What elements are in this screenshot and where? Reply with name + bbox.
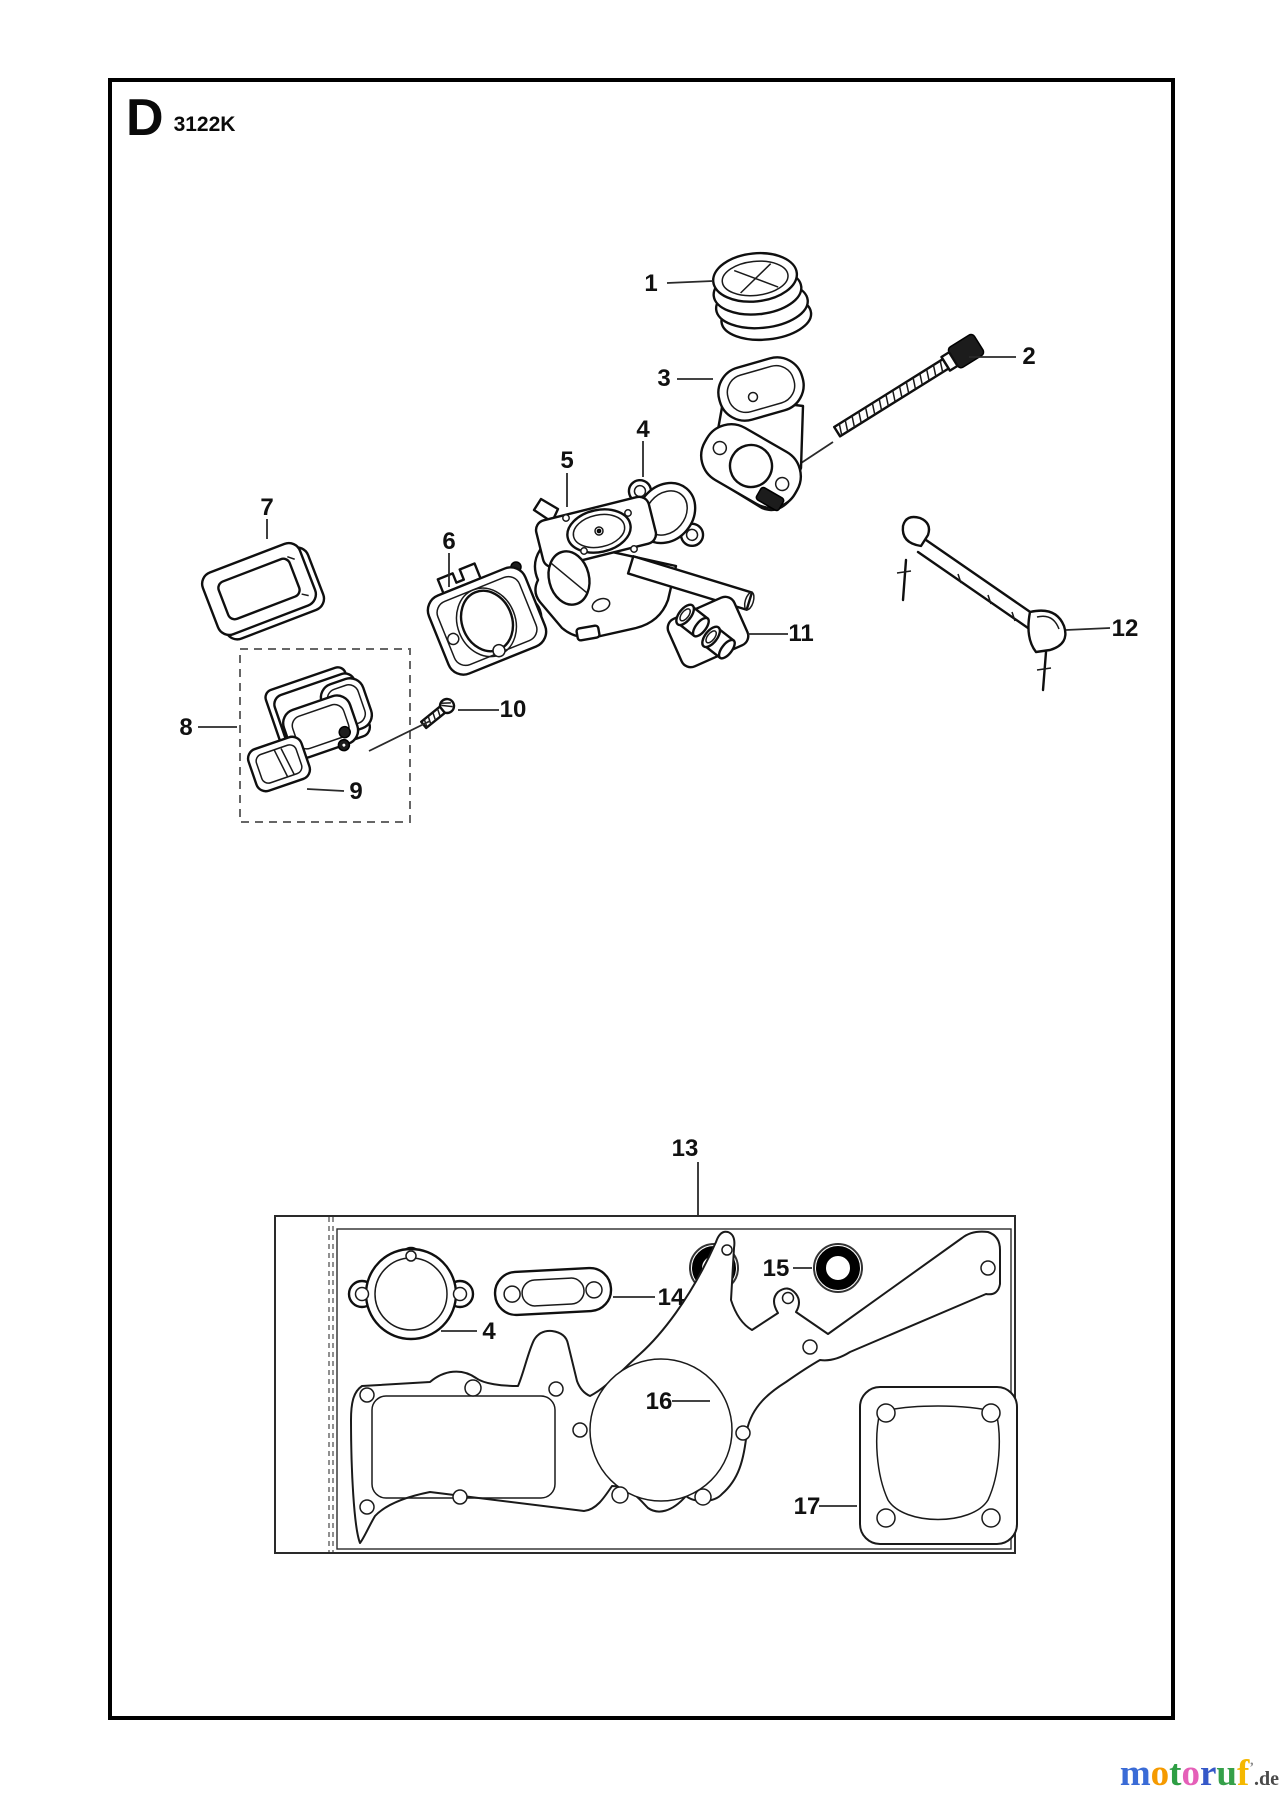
- filter-frame-part: [200, 541, 326, 641]
- model-code: 3122K: [173, 113, 236, 136]
- logo-letter: o: [1150, 1753, 1170, 1794]
- callout-13: 13: [672, 1135, 699, 1162]
- logo-letter: o: [1181, 1753, 1200, 1794]
- callout-10: 10: [500, 696, 527, 723]
- callout-2: 2: [1022, 343, 1035, 370]
- motoruf-logo[interactable]: motoruf’.de: [1120, 1752, 1279, 1795]
- callout-9: 9: [349, 778, 362, 805]
- impulse-grommet-part: [666, 595, 750, 669]
- callout-6: 6: [442, 528, 455, 555]
- callout-1: 1: [644, 270, 657, 297]
- logo-tld: .de: [1254, 1768, 1279, 1790]
- callout-15: 15: [763, 1255, 790, 1282]
- callout-16: 16: [646, 1388, 673, 1415]
- callout-14: 14: [658, 1284, 685, 1311]
- leader-1: [666, 280, 714, 284]
- kit-oring-right-part: [813, 1243, 863, 1293]
- diagram-frame: [108, 78, 1175, 1720]
- callout-12: 12: [1112, 615, 1139, 642]
- kit-crankcase-gasket-part: [350, 1230, 1001, 1544]
- callout-4b: 4: [482, 1318, 496, 1345]
- logo-letter: r: [1199, 1753, 1217, 1794]
- kit-carburetor-gasket-part: [347, 1246, 475, 1341]
- muffler-gasket-part: [246, 735, 312, 793]
- intake-boot-part: [711, 251, 813, 342]
- kit-box-fold-lines: [328, 1217, 334, 1552]
- logo-tick: ’: [1249, 1760, 1254, 1776]
- gasket-kit-outer-box: [274, 1215, 1016, 1554]
- muffler-kit-dashed-box: [239, 648, 411, 823]
- callout-3: 3: [657, 365, 670, 392]
- intake-manifold-part: [700, 356, 805, 512]
- carburetor-part: [532, 495, 755, 642]
- callout-11: 11: [788, 620, 813, 647]
- collar-screw-part: [788, 333, 985, 472]
- logo-letter: u: [1216, 1753, 1237, 1794]
- leader-9: [306, 788, 345, 792]
- logo-letter: m: [1119, 1753, 1151, 1794]
- kit-muffler-gasket-part: [493, 1266, 613, 1317]
- logo-letter: t: [1169, 1753, 1182, 1794]
- small-screw-part: [368, 697, 456, 752]
- section-letter: D: [126, 89, 164, 147]
- intake-spacer-part: [426, 561, 548, 676]
- callout-4: 4: [636, 416, 650, 443]
- gasket-kit-inner-box: [336, 1228, 1012, 1550]
- callout-5: 5: [560, 447, 573, 474]
- wire-guide-part: [896, 515, 1067, 692]
- callout-8: 8: [179, 714, 192, 741]
- logo-letter: f: [1237, 1753, 1250, 1794]
- callout-17: 17: [794, 1493, 821, 1520]
- kit-cylinder-gasket-part: [859, 1386, 1018, 1545]
- section-header: D 3122K: [126, 88, 235, 148]
- leader-12: [1065, 627, 1111, 631]
- callout-7: 7: [260, 494, 273, 521]
